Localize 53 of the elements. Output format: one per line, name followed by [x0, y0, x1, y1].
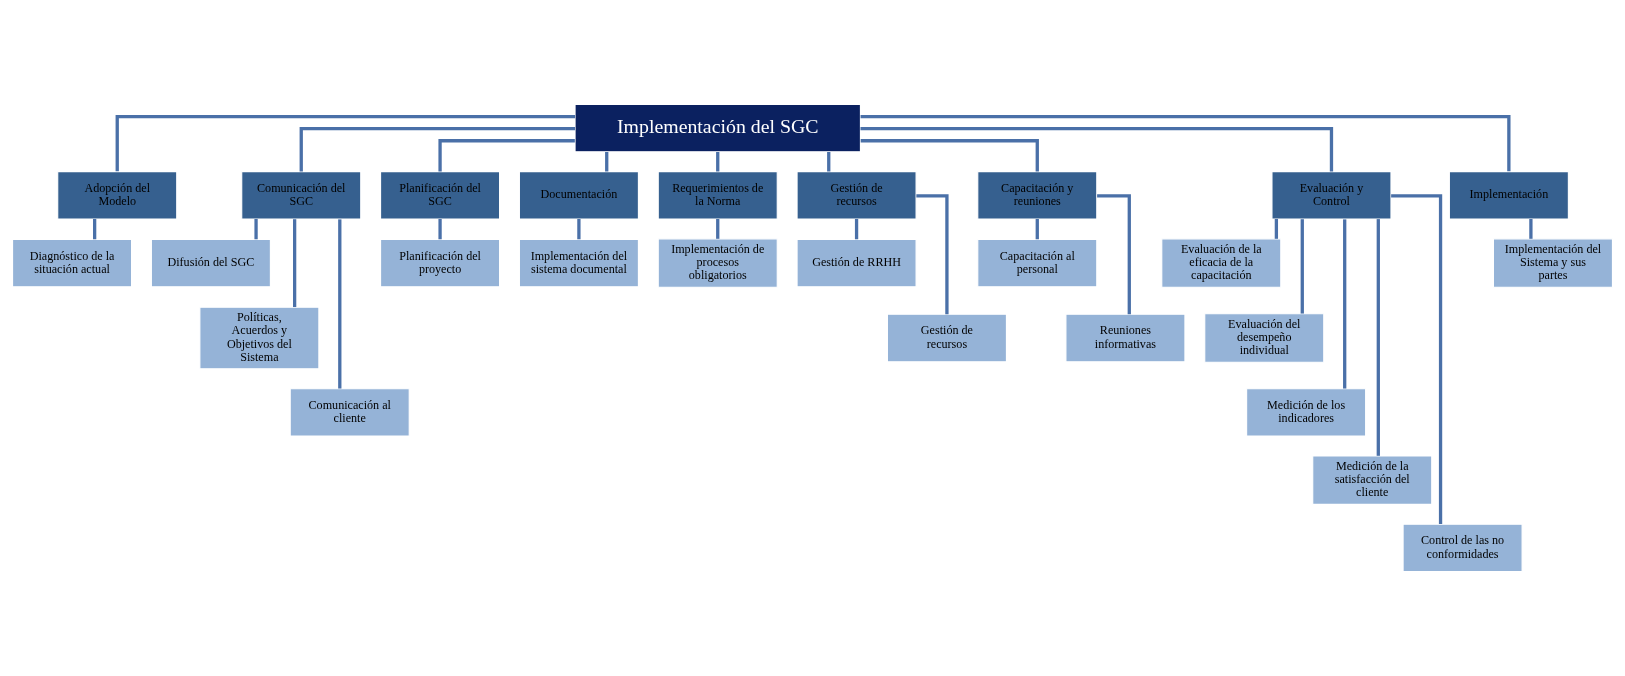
node-box: Gestión de recursos [796, 171, 917, 220]
node-box: Implementación de procesos obligatorios [657, 238, 778, 288]
connector [1391, 194, 1443, 524]
connector [605, 152, 609, 172]
node-box: Reuniones informativas [1065, 313, 1186, 363]
node-box: Políticas, Acuerdos y Objetivos del Sistema [199, 306, 320, 370]
node-box: Adopción del Modelo [57, 171, 178, 220]
connector [93, 219, 97, 240]
node-box: Implementación del sistema documental [518, 238, 639, 288]
node-box: Evaluación del desempeño individual [1204, 313, 1325, 363]
connector [299, 127, 575, 172]
node-box: Planificación del SGC [380, 171, 501, 220]
node-box: Implementación [1448, 171, 1569, 220]
connector [438, 139, 575, 172]
node-box: Comunicación al cliente [289, 388, 410, 437]
node-box: Implementación del SGC [574, 103, 861, 153]
node-box: Comunicación del SGC [241, 171, 362, 220]
node-box: Medición de la satisfacción del cliente [1312, 455, 1433, 505]
connector [1097, 194, 1131, 315]
node-box: Capacitación y reuniones [977, 171, 1098, 220]
connector [1300, 219, 1304, 314]
node-box: Gestión de recursos [886, 313, 1007, 363]
connector [1376, 219, 1380, 456]
connector [577, 219, 581, 240]
connector [716, 152, 720, 172]
connector [916, 194, 949, 315]
node-box: Evaluación de la eficacia de la capacitación [1161, 238, 1282, 288]
node-box: Planificación del proyecto [380, 238, 501, 288]
connector [1529, 219, 1533, 239]
node-box: Evaluación y Control [1271, 171, 1392, 220]
node-box: Capacitación al personal [977, 238, 1098, 288]
node-box: Implementación del Sistema y sus partes [1492, 238, 1613, 288]
node-box: Diagnóstico de la situación actual [12, 238, 133, 288]
node-box: Requerimientos de la Norma [657, 171, 778, 220]
node-box: Difusión del SGC [150, 238, 271, 288]
connector [1035, 219, 1039, 240]
connector [827, 152, 831, 172]
connector [854, 219, 859, 240]
node-box: Documentación [518, 171, 639, 220]
connector [860, 139, 1039, 172]
connector [1274, 219, 1279, 239]
connector [115, 114, 576, 172]
node-box: Medición de los indicadores [1246, 388, 1367, 437]
connector [1343, 219, 1347, 389]
node-box: Control de las no conformidades [1402, 523, 1523, 573]
connector [254, 219, 258, 240]
connector [860, 114, 1511, 172]
node-box: Gestión de RRHH [796, 238, 917, 288]
connector [292, 219, 297, 308]
connector [716, 219, 720, 239]
connector [860, 127, 1334, 172]
connector [438, 219, 442, 240]
connector [338, 219, 342, 389]
